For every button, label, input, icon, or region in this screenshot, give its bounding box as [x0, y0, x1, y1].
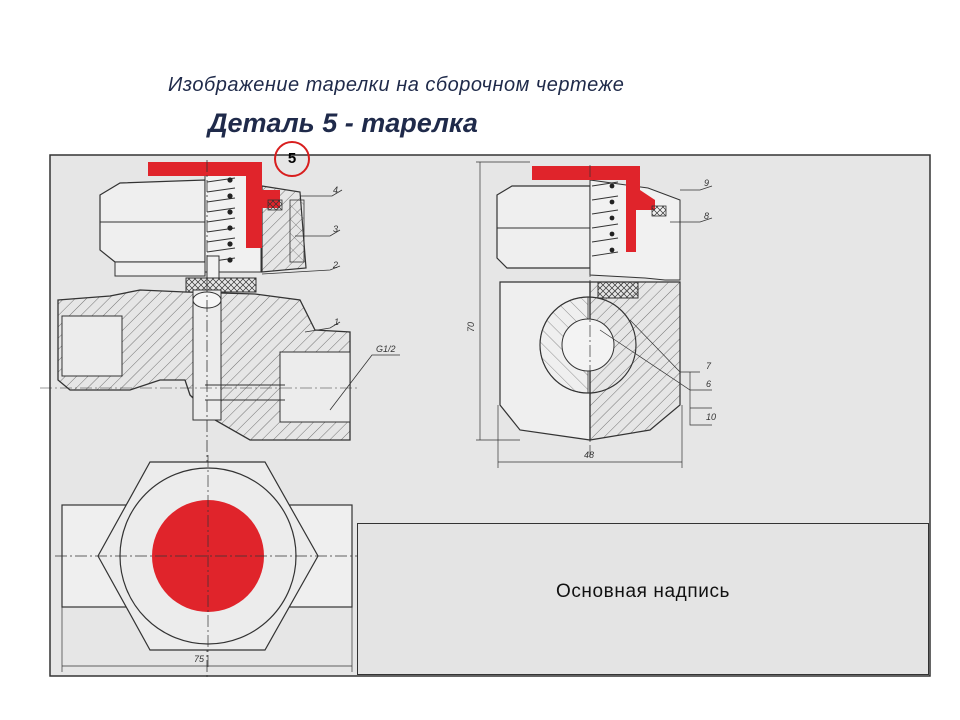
- slide-subtitle: Деталь 5 - тарелка: [208, 108, 478, 138]
- top-view: 75: [55, 455, 360, 672]
- leader-label-3: 3: [333, 224, 338, 234]
- leader-label-6: 6: [706, 379, 711, 389]
- part-callout-circle: 5: [274, 141, 310, 177]
- title-block-label: Основная надпись: [555, 581, 731, 602]
- leader-label-1: 1: [334, 317, 339, 327]
- leader-label-7: 7: [706, 361, 712, 371]
- leader-label-4: 4: [333, 185, 338, 195]
- leader-label-9: 9: [704, 178, 709, 188]
- dimension-height: 70: [466, 322, 476, 332]
- leader-label-8: 8: [704, 211, 709, 221]
- front-section-view: [40, 160, 400, 680]
- part-callout-number: 5: [287, 150, 297, 167]
- plate-highlight-right: [532, 166, 655, 252]
- slide-title: Изображение тарелки на сборочном чертеже: [168, 74, 625, 96]
- dimension-width-bottom: 75: [194, 654, 205, 664]
- left-leader-labels: 4 3 2 1 G1/2: [332, 185, 396, 354]
- right-leader-labels: 9 8 7 6 10 70 48: [466, 178, 716, 460]
- dimension-width-right: 48: [584, 450, 594, 460]
- leader-label-2: 2: [332, 260, 338, 270]
- leader-label-thread: G1/2: [376, 344, 396, 354]
- side-section-view: [476, 161, 713, 468]
- plate-highlight-left: [148, 162, 280, 248]
- leader-label-10: 10: [706, 412, 716, 422]
- title-block: Основная надпись: [357, 523, 929, 675]
